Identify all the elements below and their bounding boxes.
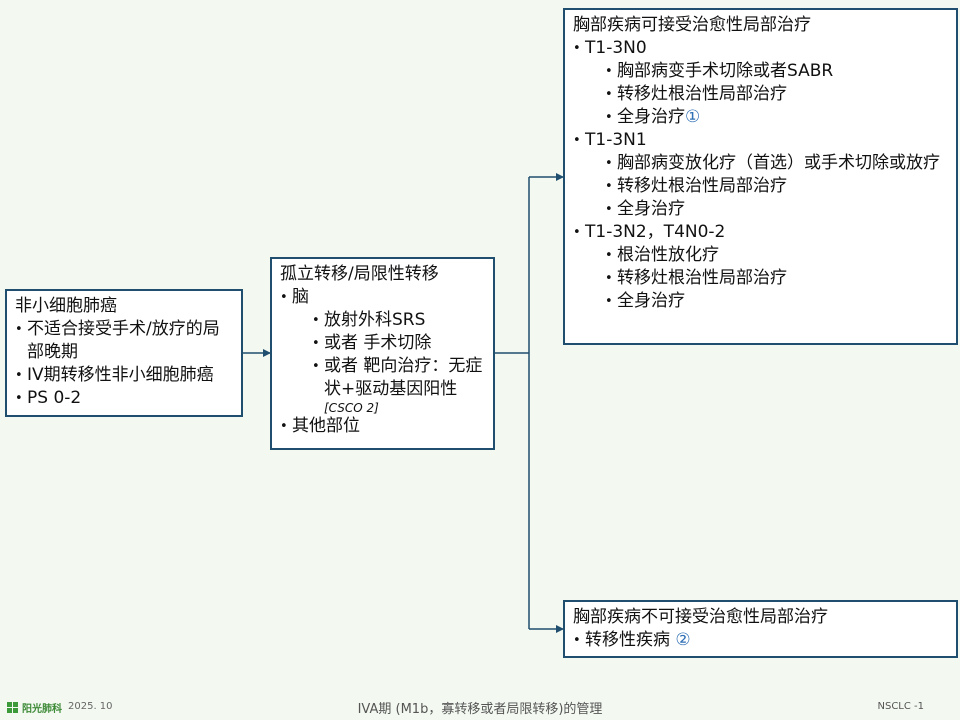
box-curable-local: 胸部疾病可接受治愈性局部治疗 T1-3N0 胸部病变手术切除或者SABR 转移灶… xyxy=(563,8,958,345)
footer-code: NSCLC -1 xyxy=(877,701,924,712)
box-oligometastasis-list: 脑 放射外科SRS 或者 手术切除 或者 靶向治疗：无症状+驱动基因阳性 [CS… xyxy=(280,286,485,438)
brain-label: 脑 xyxy=(292,287,309,307)
systemic-therapy-text: 全身治疗 xyxy=(617,107,685,127)
list-item: 转移灶根治性局部治疗 xyxy=(605,267,948,290)
box-not-curable-local-list: 转移性疾病 ② xyxy=(573,629,948,652)
list-item: 胸部病变放化疗（首选）或手术切除或放疗 xyxy=(605,152,948,175)
footer-date: 2025. 10 xyxy=(68,701,113,712)
group-label: T1-3N2，T4N0-2 xyxy=(585,222,726,242)
box-not-curable-local: 胸部疾病不可接受治愈性局部治疗 转移性疾病 ② xyxy=(563,600,958,658)
box-nsclc-list: 不适合接受手术/放疗的局部晚期 IV期转移性非小细胞肺癌 PS 0-2 xyxy=(15,318,233,410)
box-curable-local-title: 胸部疾病可接受治愈性局部治疗 xyxy=(573,15,811,35)
list-item: 转移性疾病 ② xyxy=(573,629,948,652)
brain-sublist: 放射外科SRS 或者 手术切除 或者 靶向治疗：无症状+驱动基因阳性 [CSCO… xyxy=(292,309,485,415)
list-item: 或者 手术切除 xyxy=(312,332,485,355)
box-oligometastasis: 孤立转移/局限性转移 脑 放射外科SRS 或者 手术切除 或者 靶向治疗：无症状… xyxy=(270,257,495,450)
list-item-brain: 脑 放射外科SRS 或者 手术切除 或者 靶向治疗：无症状+驱动基因阳性 [CS… xyxy=(280,286,485,415)
box-curable-local-list: T1-3N0 胸部病变手术切除或者SABR 转移灶根治性局部治疗 全身治疗① T… xyxy=(573,37,948,313)
brand-name: 阳光肺科 xyxy=(22,704,62,715)
list-item: 放射外科SRS xyxy=(312,309,485,332)
box-not-curable-local-title: 胸部疾病不可接受治愈性局部治疗 xyxy=(573,607,828,627)
box-oligometastasis-title: 孤立转移/局限性转移 xyxy=(280,264,439,284)
list-item: IV期转移性非小细胞肺癌 xyxy=(15,364,233,387)
footnote-marker-2: ② xyxy=(675,630,691,650)
targeted-therapy-text: 或者 靶向治疗：无症状+驱动基因阳性 xyxy=(324,356,483,399)
list-item: PS 0-2 xyxy=(15,387,233,410)
list-item: 根治性放化疗 xyxy=(605,244,948,267)
footer: 阳光肺科 2025. 10 IVA期 (M1b，寡转移或者局限转移)的管理 NS… xyxy=(0,694,960,720)
group-sublist: 胸部病变手术切除或者SABR 转移灶根治性局部治疗 全身治疗① xyxy=(585,60,948,129)
group-label: T1-3N1 xyxy=(585,130,647,150)
list-item: 全身治疗 xyxy=(605,198,948,221)
logo-icon xyxy=(7,702,19,714)
csco-reference: [CSCO 2] xyxy=(324,401,379,415)
group-sublist: 胸部病变放化疗（首选）或手术切除或放疗 转移灶根治性局部治疗 全身治疗 xyxy=(585,152,948,221)
list-item: 胸部病变手术切除或者SABR xyxy=(605,60,948,83)
box-nsclc-title: 非小细胞肺癌 xyxy=(15,296,117,316)
list-item-other-sites: 其他部位 xyxy=(280,415,485,438)
metastatic-disease-text: 转移性疾病 xyxy=(585,630,670,650)
list-item: 全身治疗① xyxy=(605,106,948,129)
list-item: 转移灶根治性局部治疗 xyxy=(605,83,948,106)
box-nsclc: 非小细胞肺癌 不适合接受手术/放疗的局部晚期 IV期转移性非小细胞肺癌 PS 0… xyxy=(5,289,243,417)
list-item: 全身治疗 xyxy=(605,290,948,313)
group-sublist: 根治性放化疗 转移灶根治性局部治疗 全身治疗 xyxy=(585,244,948,313)
list-item: 或者 靶向治疗：无症状+驱动基因阳性 [CSCO 2] xyxy=(312,355,485,415)
list-item: 转移灶根治性局部治疗 xyxy=(605,175,948,198)
list-item: 不适合接受手术/放疗的局部晚期 xyxy=(15,318,233,364)
footnote-marker-1: ① xyxy=(685,107,701,127)
footer-title: IVA期 (M1b，寡转移或者局限转移)的管理 xyxy=(357,702,603,717)
group-label: T1-3N0 xyxy=(585,38,647,58)
group-t1-3n0: T1-3N0 胸部病变手术切除或者SABR 转移灶根治性局部治疗 全身治疗① xyxy=(573,37,948,129)
group-t1-3n2-t4n0-2: T1-3N2，T4N0-2 根治性放化疗 转移灶根治性局部治疗 全身治疗 xyxy=(573,221,948,313)
group-t1-3n1: T1-3N1 胸部病变放化疗（首选）或手术切除或放疗 转移灶根治性局部治疗 全身… xyxy=(573,129,948,221)
